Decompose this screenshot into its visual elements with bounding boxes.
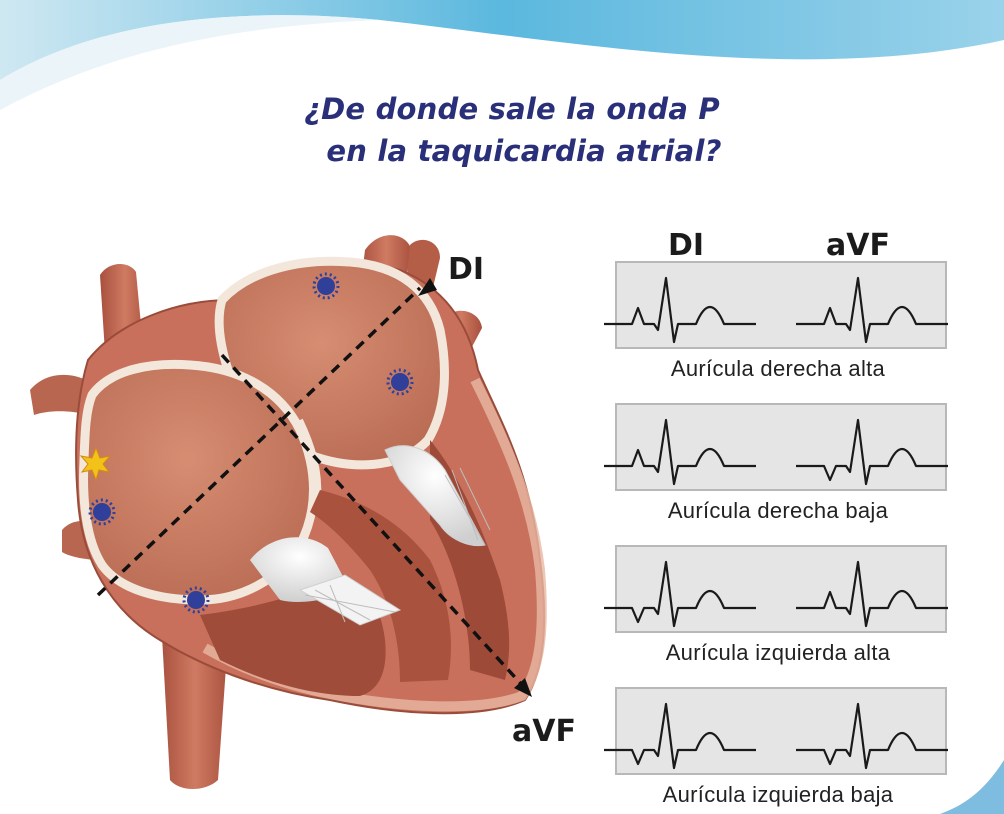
ecg-panel-background (616, 546, 946, 632)
ecg-panel (604, 404, 948, 490)
ecg-caption: Aurícula derecha baja (598, 498, 958, 524)
ecg-caption: Aurícula izquierda alta (598, 640, 958, 666)
ecg-panel (604, 262, 948, 348)
ecg-panel-background (616, 688, 946, 774)
ecg-panel-background (616, 404, 946, 490)
ecg-caption: Aurícula derecha alta (598, 356, 958, 382)
ecg-panel-background (616, 262, 946, 348)
ecg-panel (604, 546, 948, 632)
ecg-panel (604, 688, 948, 774)
ecg-caption: Aurícula izquierda baja (598, 782, 958, 808)
